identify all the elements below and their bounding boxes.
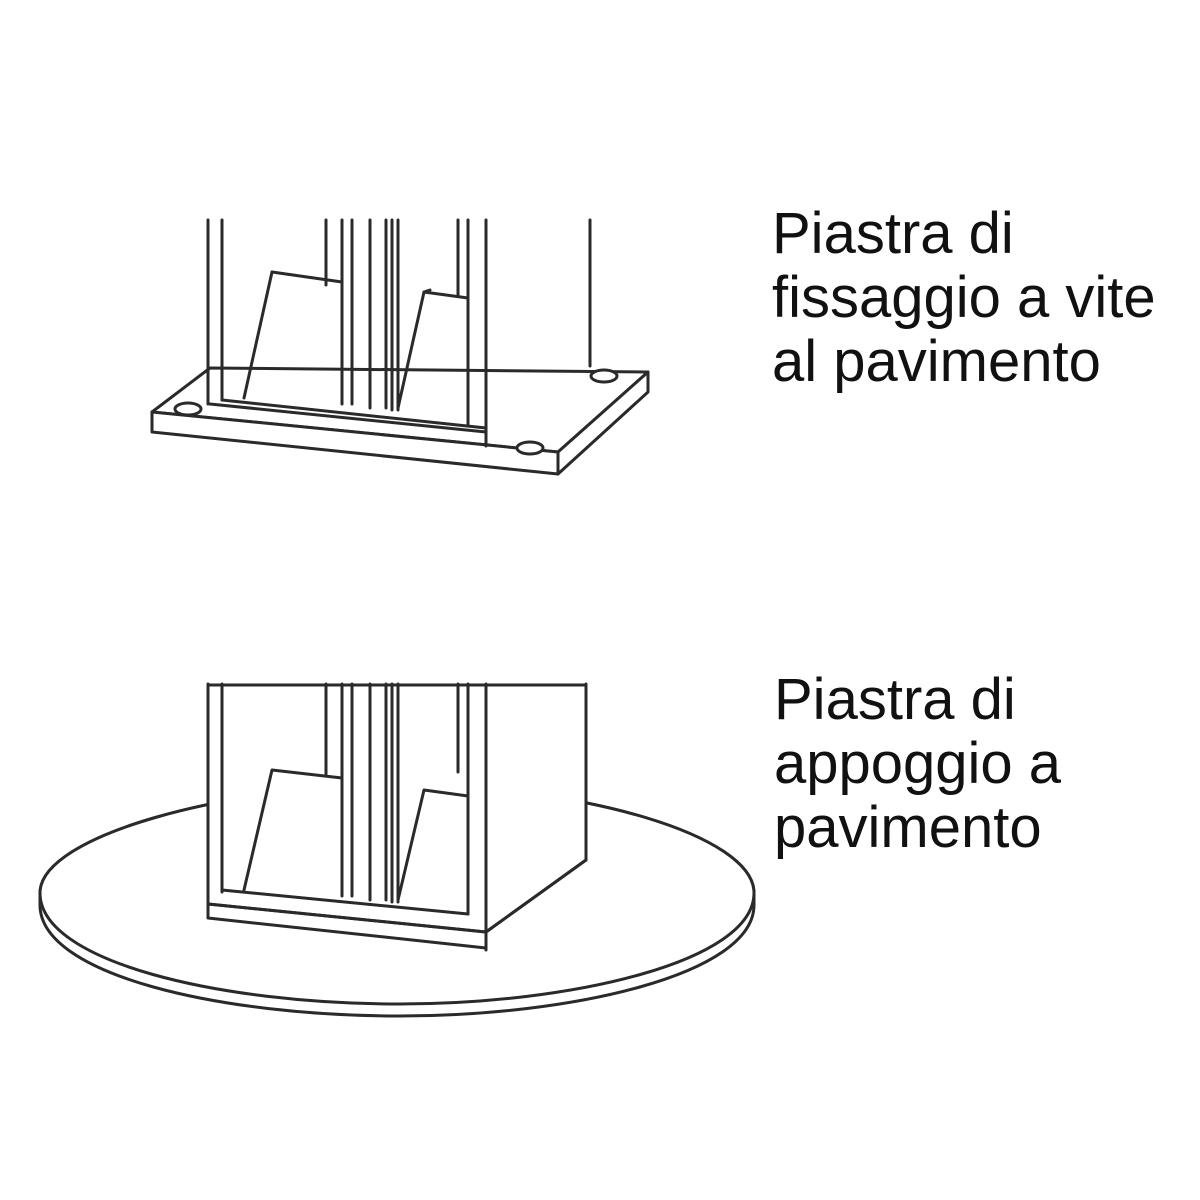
label-bottom-line-1: Piastra di	[774, 667, 1016, 732]
screw-hole-3	[515, 440, 545, 456]
column-top	[206, 218, 592, 430]
label-floor-resting-plate: Piastra di appoggio a pavimento	[774, 668, 1061, 860]
label-top-line-3: al pavimento	[772, 329, 1101, 394]
label-top-line-1: Piastra di	[772, 201, 1014, 266]
label-bottom-line-3: pavimento	[774, 795, 1042, 860]
screw-hole-2	[589, 368, 619, 384]
label-bottom-line-2: appoggio a	[774, 731, 1062, 796]
square-screw-plate	[150, 366, 650, 476]
label-screw-fixing-plate: Piastra di fissaggio a vite al pavimento	[772, 202, 1156, 394]
screw-hole-1	[173, 401, 203, 417]
label-top-line-2: fissaggio a vite	[772, 265, 1156, 330]
column-bottom	[206, 682, 588, 952]
